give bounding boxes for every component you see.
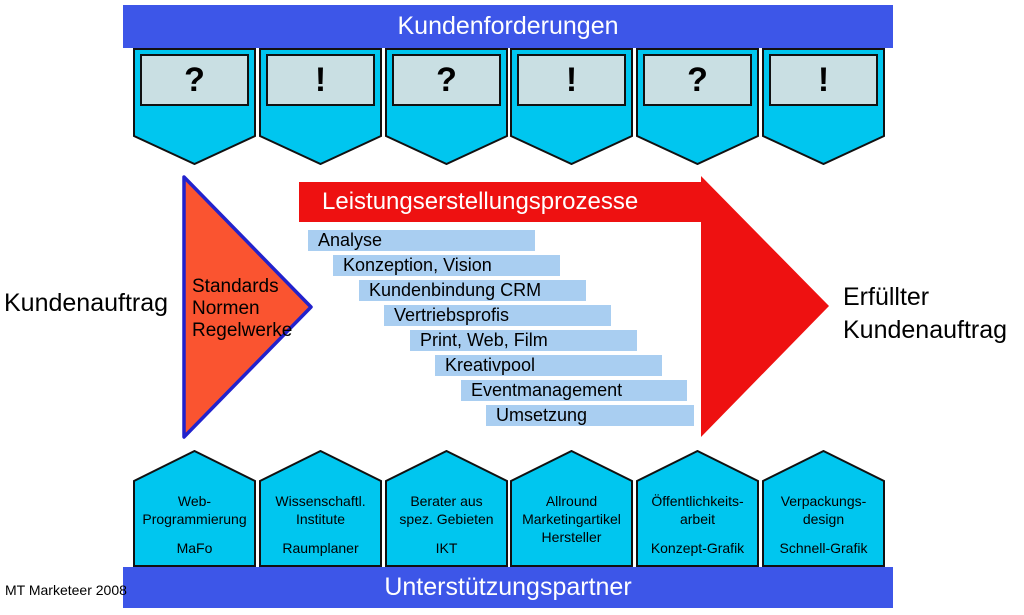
- customer-order-label: Kundenauftrag: [4, 289, 169, 317]
- question-mark-glyph: ?: [436, 61, 457, 99]
- demand-pennant: !: [259, 48, 382, 165]
- fulfilled-order-line1: Erfüllter: [843, 283, 930, 311]
- partner-line: design: [802, 511, 845, 527]
- demand-glyph-box: !: [266, 54, 375, 106]
- demand-pennant: !: [762, 48, 885, 165]
- partner-line: Marketingartikel: [522, 511, 621, 527]
- exclamation-mark-glyph: !: [817, 61, 830, 99]
- partner-shape: Verpackungs- design Schnell-Grafik: [762, 450, 885, 567]
- partner-text: Öffentlichkeits- arbeit: [638, 492, 757, 528]
- partner-text: Berater aus spez. Gebieten: [387, 492, 506, 528]
- demand-glyph-box: ?: [140, 54, 249, 106]
- process-title: Leistungserstellungsprozesse: [322, 188, 639, 215]
- house-shape: [762, 450, 885, 567]
- partner-subtext: MaFo: [176, 540, 213, 556]
- fulfilled-order-line2: Kundenauftrag: [843, 316, 1008, 344]
- demand-pennant: !: [510, 48, 633, 165]
- exclamation-mark-glyph: !: [565, 61, 578, 99]
- partner-shape: Öffentlichkeits- arbeit Konzept-Grafik: [636, 450, 759, 567]
- house-shape: [259, 450, 382, 567]
- process-arrow-shape: [299, 176, 829, 437]
- triangle-line: Standards: [192, 276, 279, 297]
- partner-shape: Wissenschaftl. Institute Raumplaner: [259, 450, 382, 567]
- process-step: Kundenbindung CRM: [359, 280, 586, 301]
- process-step: Print, Web, Film: [410, 330, 637, 351]
- partner-subtext: Konzept-Grafik: [650, 540, 745, 556]
- partner-line: Verpackungs-: [780, 493, 867, 509]
- partner-line: Hersteller: [541, 529, 602, 545]
- partner-line: arbeit: [679, 511, 716, 527]
- demand-glyph-box: ?: [392, 54, 501, 106]
- triangle-line: Normen: [192, 298, 260, 319]
- standards-triangle-shape: [182, 175, 313, 439]
- partner-line: Wissenschaftl.: [275, 493, 366, 509]
- exclamation-mark-glyph: !: [314, 61, 327, 99]
- question-mark-glyph: ?: [184, 61, 205, 99]
- partner-line: Web-: [177, 493, 212, 509]
- partner-line: Institute: [295, 511, 346, 527]
- partner-subtext: Schnell-Grafik: [779, 540, 868, 556]
- customer-demands-banner: Kundenforderungen: [123, 5, 893, 48]
- partner-subtext: Raumplaner: [282, 540, 359, 556]
- partner-shape: Berater aus spez. Gebieten IKT: [385, 450, 508, 567]
- partner-line: Berater aus: [410, 493, 483, 509]
- partner-shape: Web- Programmierung MaFo: [133, 450, 256, 567]
- house-shape: [385, 450, 508, 567]
- partner-line: spez. Gebieten: [399, 511, 494, 527]
- demand-glyph-box: !: [769, 54, 878, 106]
- process-step: Analyse: [308, 230, 535, 251]
- demand-glyph-box: !: [517, 54, 626, 106]
- standards-triangle-text: Standards Normen Regelwerke: [192, 276, 292, 342]
- process-step: Vertriebsprofis: [384, 305, 611, 326]
- credit-text: MT Marketeer 2008: [5, 582, 127, 598]
- support-partners-banner: Unterstützungspartner: [123, 567, 893, 608]
- question-mark-glyph: ?: [687, 61, 708, 99]
- partner-shape: Allround Marketingartikel Hersteller: [510, 450, 633, 567]
- house-shape: [510, 450, 633, 567]
- demand-pennant: ?: [636, 48, 759, 165]
- fulfilled-order-label: Erfüllter Kundenauftrag: [843, 281, 1007, 347]
- process-step: Umsetzung: [486, 405, 694, 426]
- demand-glyph-box: ?: [643, 54, 752, 106]
- partner-line: Öffentlichkeits-: [651, 493, 744, 509]
- customer-demands-title: Kundenforderungen: [397, 12, 619, 40]
- process-step: Eventmanagement: [461, 380, 687, 401]
- partner-text: Web- Programmierung: [135, 492, 254, 528]
- partner-text: Verpackungs- design: [764, 492, 883, 528]
- partner-text: Allround Marketingartikel Hersteller: [512, 492, 631, 546]
- partner-line: Programmierung: [142, 511, 247, 527]
- partner-text: Wissenschaftl. Institute: [261, 492, 380, 528]
- partner-subtext: IKT: [435, 540, 458, 556]
- support-partners-title: Unterstützungspartner: [384, 573, 632, 601]
- process-step: Konzeption, Vision: [333, 255, 560, 276]
- triangle-line: Regelwerke: [192, 320, 293, 341]
- demand-pennant: ?: [133, 48, 256, 165]
- house-shape: [133, 450, 256, 567]
- partner-line: Allround: [545, 493, 598, 509]
- demand-pennant: ?: [385, 48, 508, 165]
- process-step: Kreativpool: [435, 355, 662, 376]
- house-shape: [636, 450, 759, 567]
